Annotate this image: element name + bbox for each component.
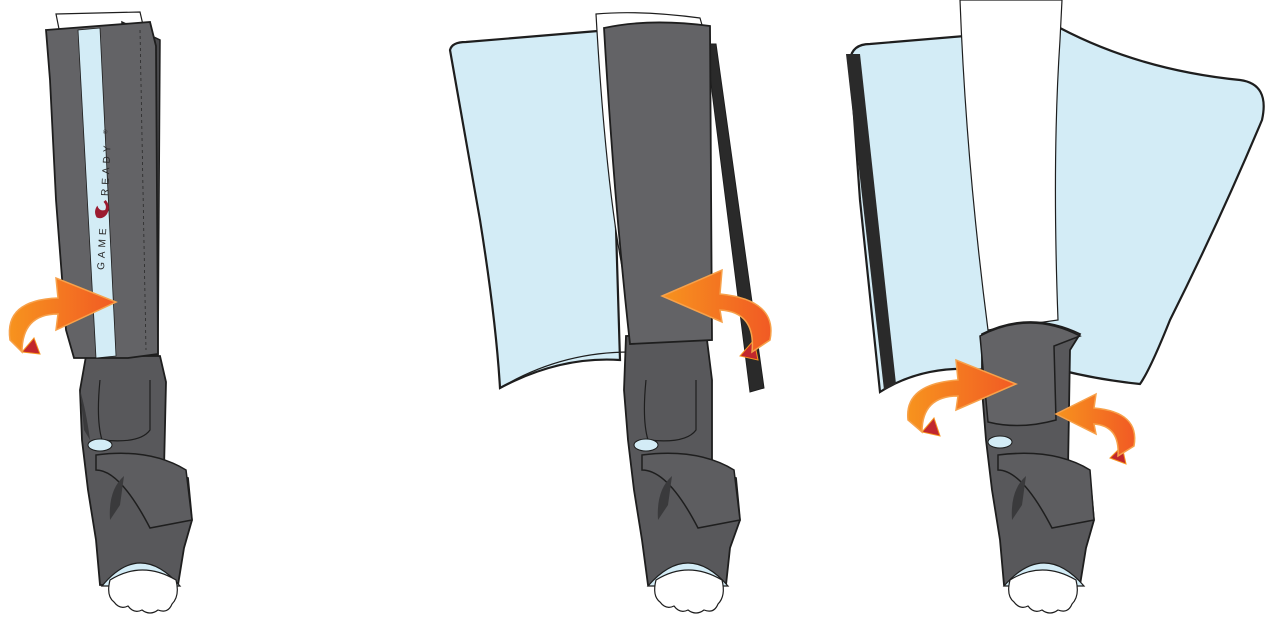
toes [109,570,178,613]
panel-3-open-liner [846,0,1264,613]
panel-1-wrapped-leg: GAME READY ® [9,12,192,613]
ankle-hole [88,439,112,451]
ankle-hole [988,436,1012,448]
panel-2-opening-wrap [450,13,771,613]
toes [655,570,724,613]
toes [1009,570,1078,613]
liner-flap-left [450,30,620,388]
ankle-hole [634,439,658,451]
